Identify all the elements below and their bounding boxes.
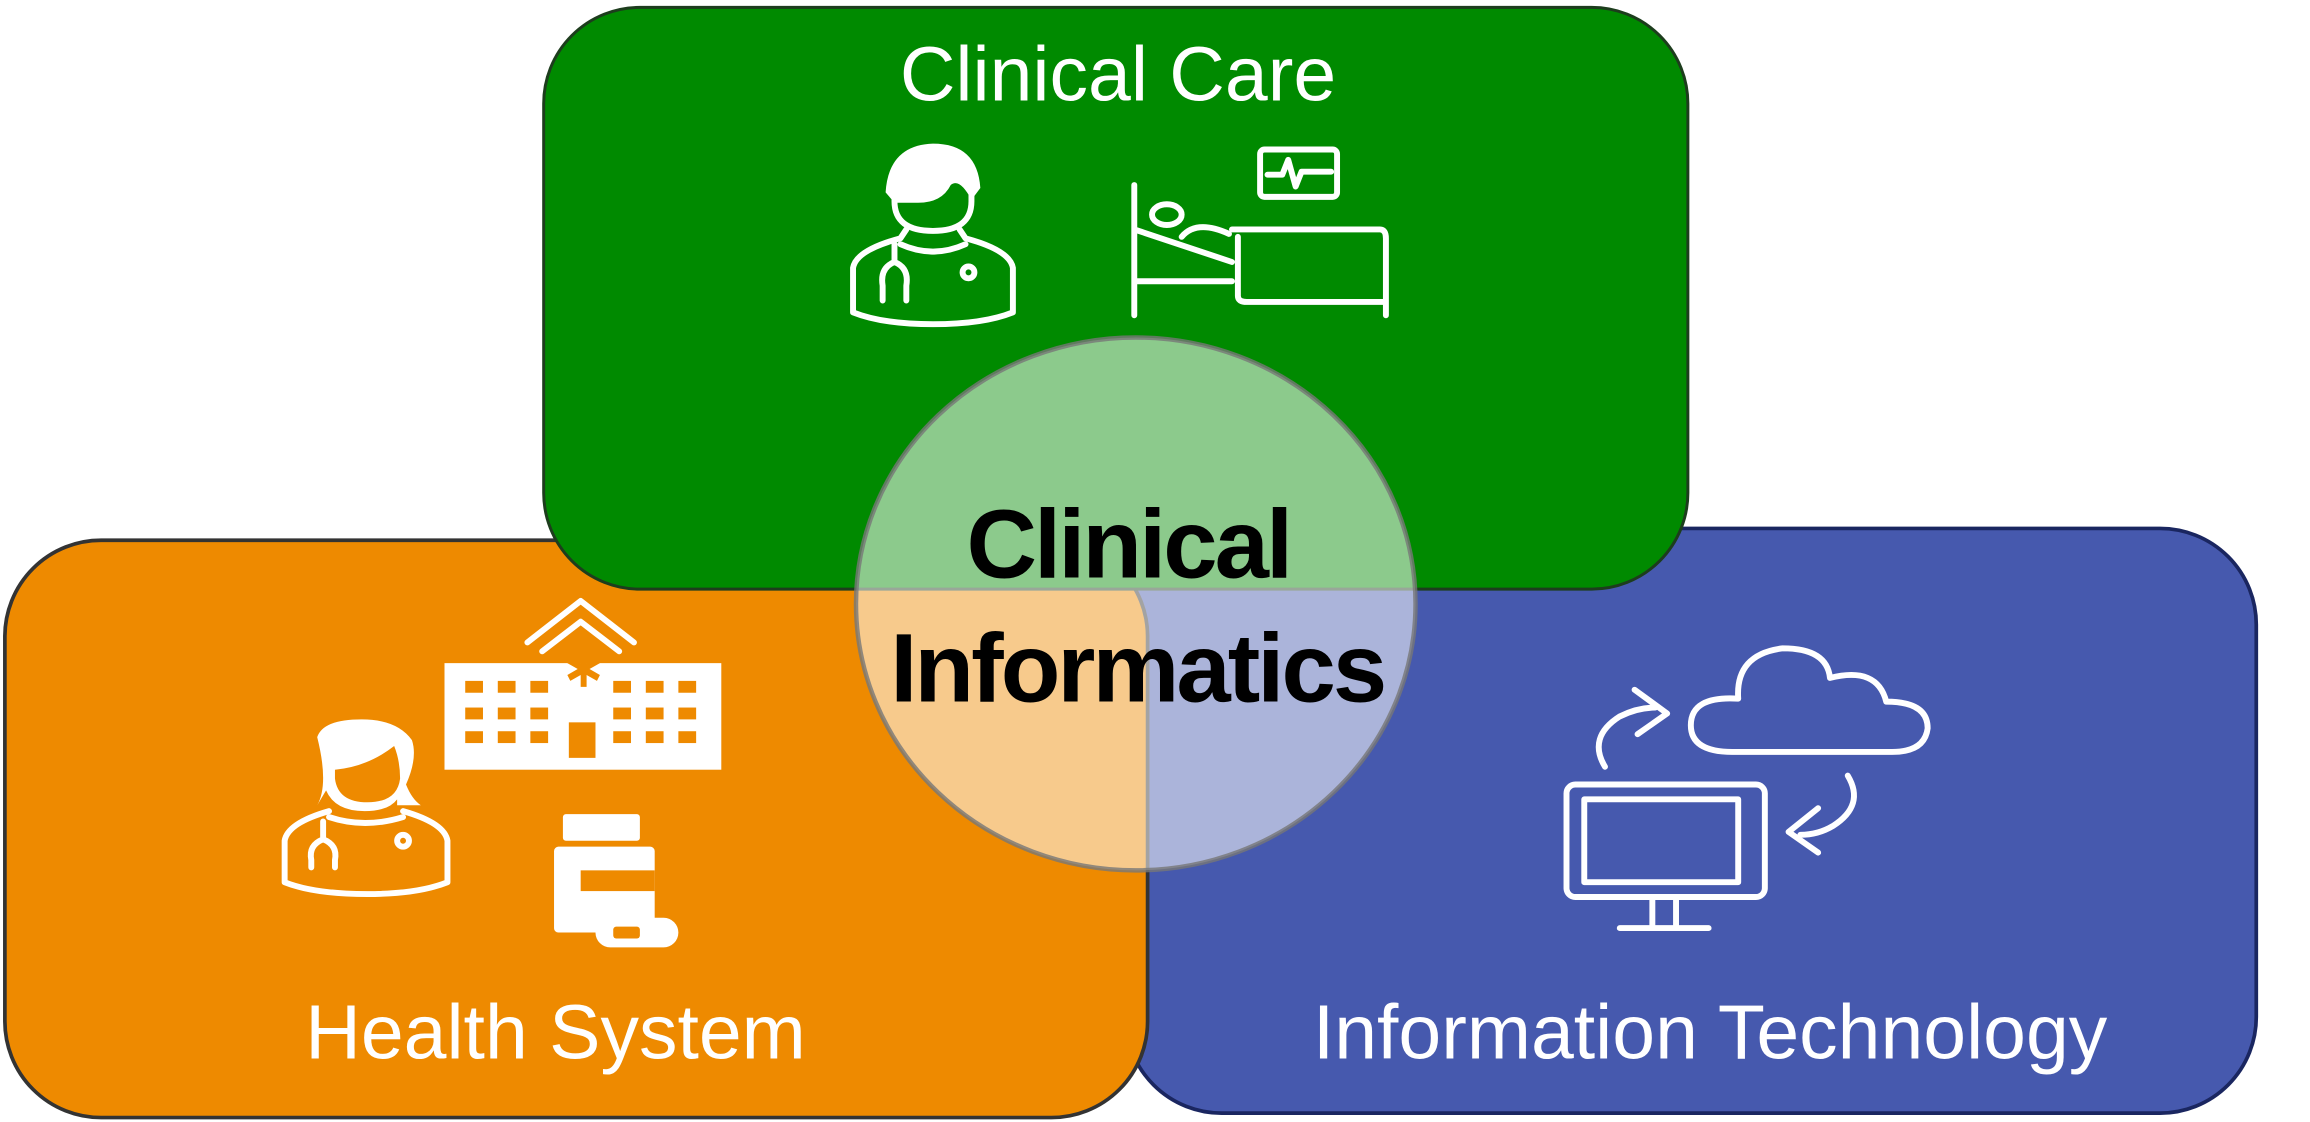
center-title-line2: Informatics: [890, 614, 1384, 723]
center-title-line1: Clinical: [966, 489, 1290, 598]
monitor-icon: [1563, 781, 1768, 932]
information-technology-label: Information Technology: [1313, 989, 2108, 1075]
hospital-bed-icon: [1131, 146, 1389, 319]
health-system-label: Health System: [305, 989, 805, 1075]
hospital-building-icon: [444, 598, 722, 770]
medicine-bottle-icon: [554, 814, 679, 948]
clinical-informatics-overlap: [853, 335, 1418, 873]
female-doctor-icon: [281, 719, 451, 898]
cloud-sync-icon: [1595, 645, 1931, 856]
clinical-care-label: Clinical Care: [900, 32, 1336, 118]
doctor-icon: [850, 143, 1016, 328]
